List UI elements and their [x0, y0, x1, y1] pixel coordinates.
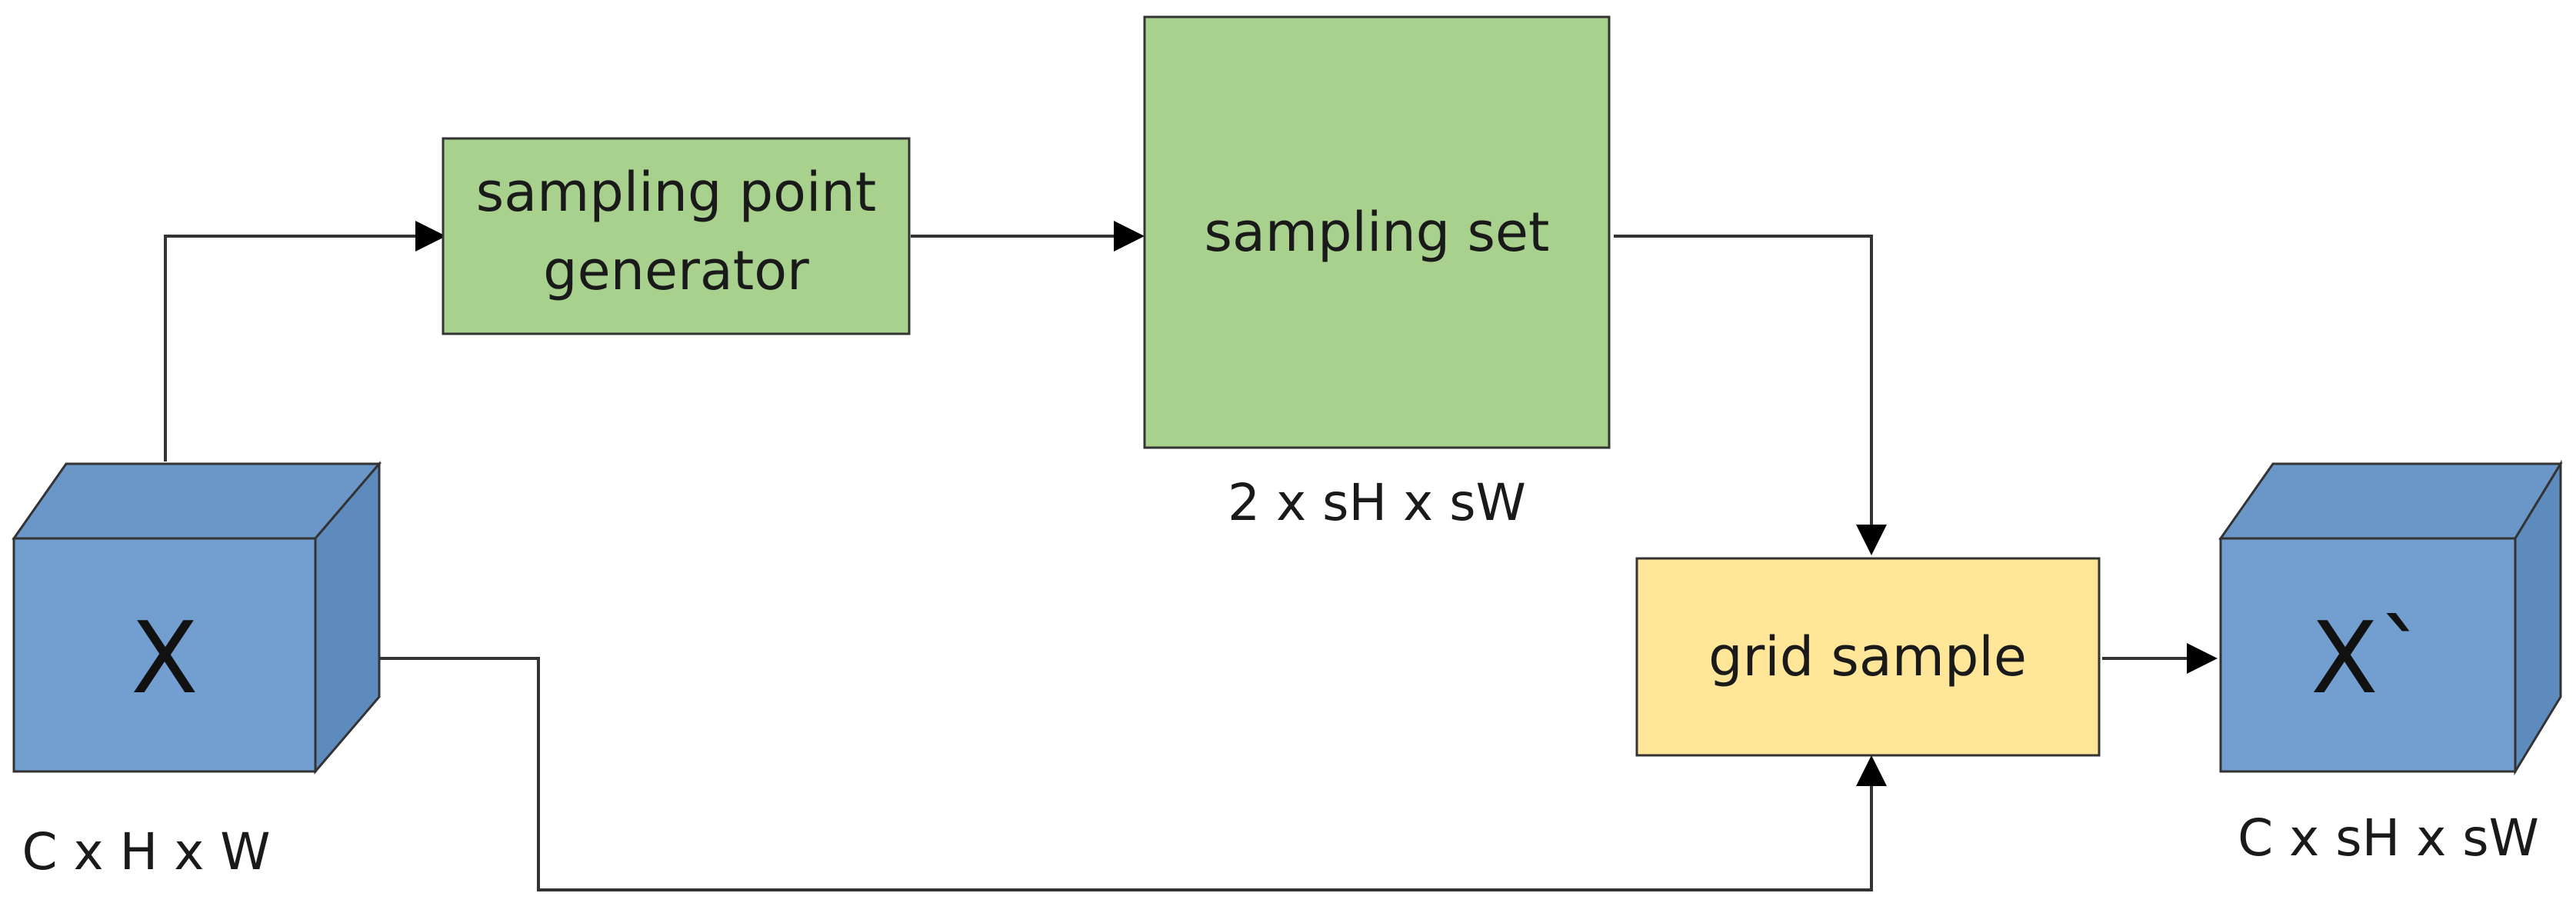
output-tensor-cube: X`	[2218, 459, 2563, 776]
input-tensor-cube: X	[12, 460, 382, 775]
grid-sample-rect	[1635, 557, 2101, 757]
sampling-set-box: sampling set	[1143, 15, 1611, 449]
edge-input-to-generator	[164, 221, 446, 461]
input-dims-label: C x H x W	[22, 822, 270, 881]
output-dims-label: C x sH x sW	[2238, 808, 2539, 868]
input-cube-label: X	[131, 601, 198, 716]
generator-rect	[442, 137, 911, 335]
edge-input-to-grid-sample	[380, 657, 1887, 891]
output-cube-label: X`	[2311, 601, 2428, 716]
output-cube-top-face	[2218, 462, 2563, 540]
edge-sampling-set-to-grid-sample	[1614, 235, 1887, 555]
output-cube-front-face	[2219, 537, 2517, 773]
sampling-set-rect	[1143, 15, 1611, 449]
input-cube-front-face	[12, 537, 317, 773]
generator-label-line2: generator	[543, 239, 809, 302]
generator-label-line1: sampling point	[476, 161, 876, 224]
grid-sample-label: grid sample	[1708, 625, 2027, 688]
grid-sample-box: grid sample	[1635, 557, 2101, 757]
sampling-set-label: sampling set	[1205, 201, 1550, 264]
sampling-set-dims-label: 2 x sH x sW	[1228, 473, 1526, 532]
sampling-point-generator-box: sampling point generator	[442, 137, 911, 335]
